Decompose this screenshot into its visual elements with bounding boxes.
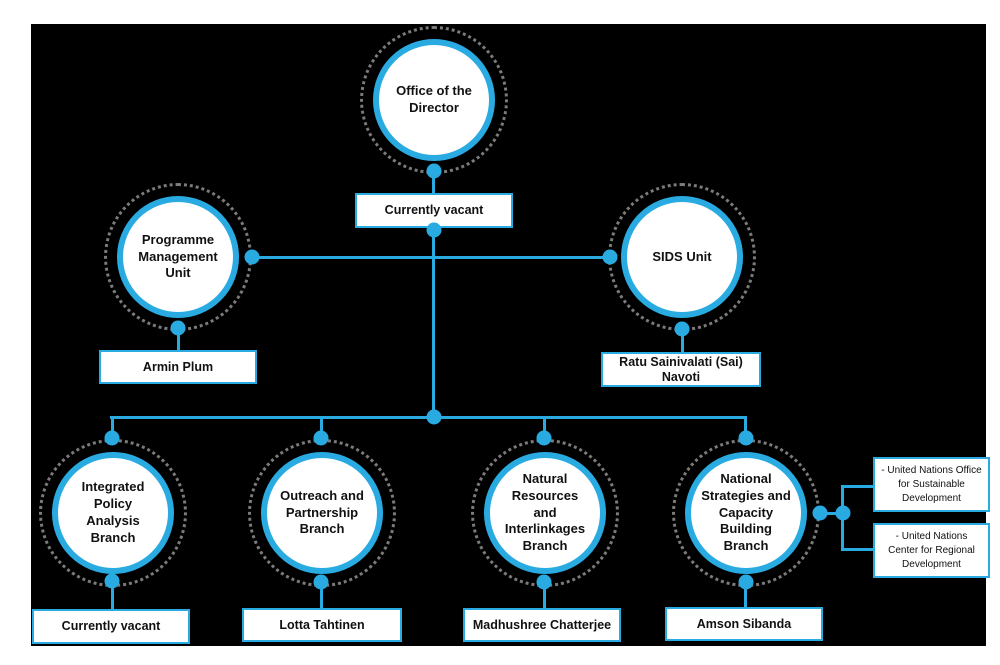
unit-label: Outreach and Partnership Branch	[280, 487, 364, 537]
connector-branch3-to-label	[543, 580, 546, 609]
connector-dot	[426, 222, 442, 238]
connector-dot	[104, 430, 120, 446]
person-name: Lotta Tahtinen	[279, 617, 365, 632]
affiliated-office-unosd: - United Nations Office for Sustainable …	[873, 457, 990, 512]
unit-circle: Outreach and Partnership Branch	[261, 452, 383, 574]
unit-label: Programme Management Unit	[138, 231, 218, 281]
connector-dot	[426, 163, 442, 179]
unit-circle: National Strategies and Capacity Buildin…	[685, 452, 807, 574]
org-node-programme-management-unit: Programme Management Unit	[104, 183, 252, 331]
connector-center-spine	[432, 228, 435, 418]
connector-stub-branch2-top	[320, 416, 323, 438]
affiliated-office-uncrd: - United Nations Center for Regional Dev…	[873, 523, 990, 578]
unit-circle: SIDS Unit	[621, 196, 743, 318]
unit-circle: Office of the Director	[373, 39, 495, 161]
connector-dot	[738, 430, 754, 446]
unit-label: Natural Resources and Interlinkages Bran…	[504, 470, 586, 554]
connector-dot	[170, 320, 186, 336]
connector-dot	[313, 574, 329, 590]
connector-branch4-to-label	[744, 580, 747, 608]
unit-circle: Natural Resources and Interlinkages Bran…	[484, 452, 606, 574]
connector-row2-horizontal	[249, 256, 612, 259]
org-node-integrated-policy-analysis-branch: Integrated Policy Analysis Branch	[39, 439, 187, 587]
bracket-top-arm	[842, 485, 873, 488]
affiliated-office-label: - United Nations Office for Sustainable …	[881, 464, 982, 504]
bracket-bottom-arm	[842, 548, 873, 551]
person-name: Amson Sibanda	[696, 616, 792, 631]
connector-dot	[738, 574, 754, 590]
person-box-branch3: Madhushree Chatterjee	[463, 608, 621, 642]
org-node-outreach-partnership-branch: Outreach and Partnership Branch	[248, 439, 396, 587]
person-name: Currently vacant	[384, 203, 484, 217]
unit-circle: Integrated Policy Analysis Branch	[52, 452, 174, 574]
unit-label: National Strategies and Capacity Buildin…	[701, 470, 791, 554]
person-box-branch1: Currently vacant	[32, 609, 190, 644]
connector-dot	[426, 409, 442, 425]
org-node-office-of-director: Office of the Director	[360, 26, 508, 174]
org-node-natural-resources-interlinkages-branch: Natural Resources and Interlinkages Bran…	[471, 439, 619, 587]
connector-dot	[244, 249, 260, 265]
connector-dot	[313, 430, 329, 446]
connector-dot	[812, 505, 828, 521]
connector-sids-to-label	[681, 326, 684, 353]
unit-label: SIDS Unit	[652, 248, 712, 264]
person-box-branch2: Lotta Tahtinen	[242, 608, 402, 642]
person-name: Ratu Sainivalati (Sai) Navoti	[619, 354, 743, 384]
person-name: Armin Plum	[142, 359, 214, 374]
connector-stub-branch1-top	[111, 416, 114, 438]
connector-branch1-to-label	[111, 580, 114, 610]
person-name: Currently vacant	[61, 619, 161, 633]
person-name: Madhushree Chatterjee	[472, 617, 612, 632]
unit-label: Integrated Policy Analysis Branch	[81, 479, 145, 545]
affiliated-office-label: - United Nations Center for Regional Dev…	[888, 530, 975, 570]
connector-branch2-to-label	[320, 580, 323, 609]
connector-dot	[104, 573, 120, 589]
connector-dot	[536, 574, 552, 590]
connector-root-to-label	[432, 164, 435, 194]
org-node-sids-unit: SIDS Unit	[608, 183, 756, 331]
unit-circle: Programme Management Unit	[117, 196, 239, 318]
org-node-national-strategies-capacity-building-branch: National Strategies and Capacity Buildin…	[672, 439, 820, 587]
connector-stub-branch3-top	[543, 416, 546, 438]
person-box-pmu: Armin Plum	[99, 350, 257, 384]
person-box-branch4: Amson Sibanda	[665, 607, 823, 641]
connector-stub-branch4-top	[744, 416, 747, 438]
connector-dot	[602, 249, 618, 265]
connector-branch4-to-bracket	[818, 512, 844, 515]
person-box-sids: Ratu Sainivalati (Sai) Navoti	[601, 352, 761, 387]
connector-dot	[536, 430, 552, 446]
connector-pmu-to-label	[177, 325, 180, 351]
connector-dot	[674, 321, 690, 337]
unit-label: Office of the Director	[396, 83, 472, 115]
connector-dot	[835, 505, 851, 521]
